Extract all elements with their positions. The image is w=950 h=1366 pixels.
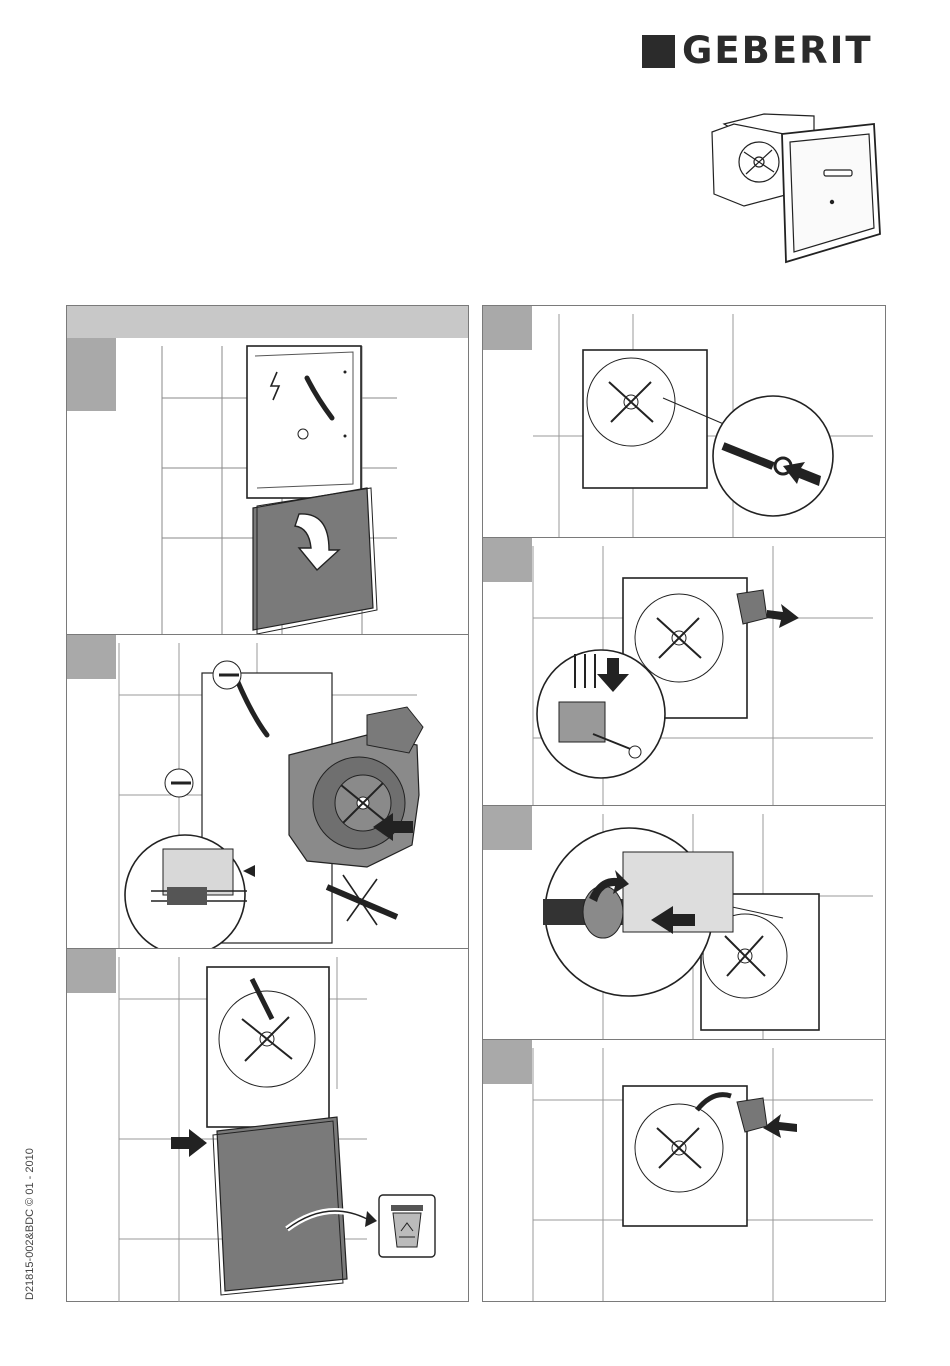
document-code: D21815-002&BDC © 01 - 2010 (24, 1148, 36, 1300)
pull-arrow-icon (737, 590, 799, 628)
step-mount-fan-unit (67, 634, 468, 948)
column-header-bar (67, 306, 468, 338)
recycle-bin-icon (379, 1195, 435, 1257)
step-remove-cover (67, 338, 468, 634)
no-tool-icon (327, 875, 397, 925)
instruction-column-left (66, 305, 469, 1302)
installation-box (247, 346, 361, 498)
old-cover-plate (213, 1117, 347, 1295)
brand-logo-mark (642, 35, 675, 68)
step-seat-cable-grommet (483, 805, 885, 1039)
product-illustration (704, 94, 886, 272)
push-arrow-icon (171, 1129, 207, 1157)
detail-magnifier (713, 396, 833, 516)
brand-name: GEBERIT (682, 29, 873, 73)
step-connect-terminal (483, 537, 885, 805)
brand-logo: GEBERIT (642, 33, 887, 69)
step-dispose-old-cover (67, 948, 468, 1302)
push-arrow-icon (737, 1098, 797, 1138)
instruction-column-right (482, 305, 886, 1302)
detail-magnifier (537, 650, 665, 778)
step-insert-connector-cover (483, 1039, 885, 1301)
step-insert-cable-grommet (483, 306, 885, 537)
